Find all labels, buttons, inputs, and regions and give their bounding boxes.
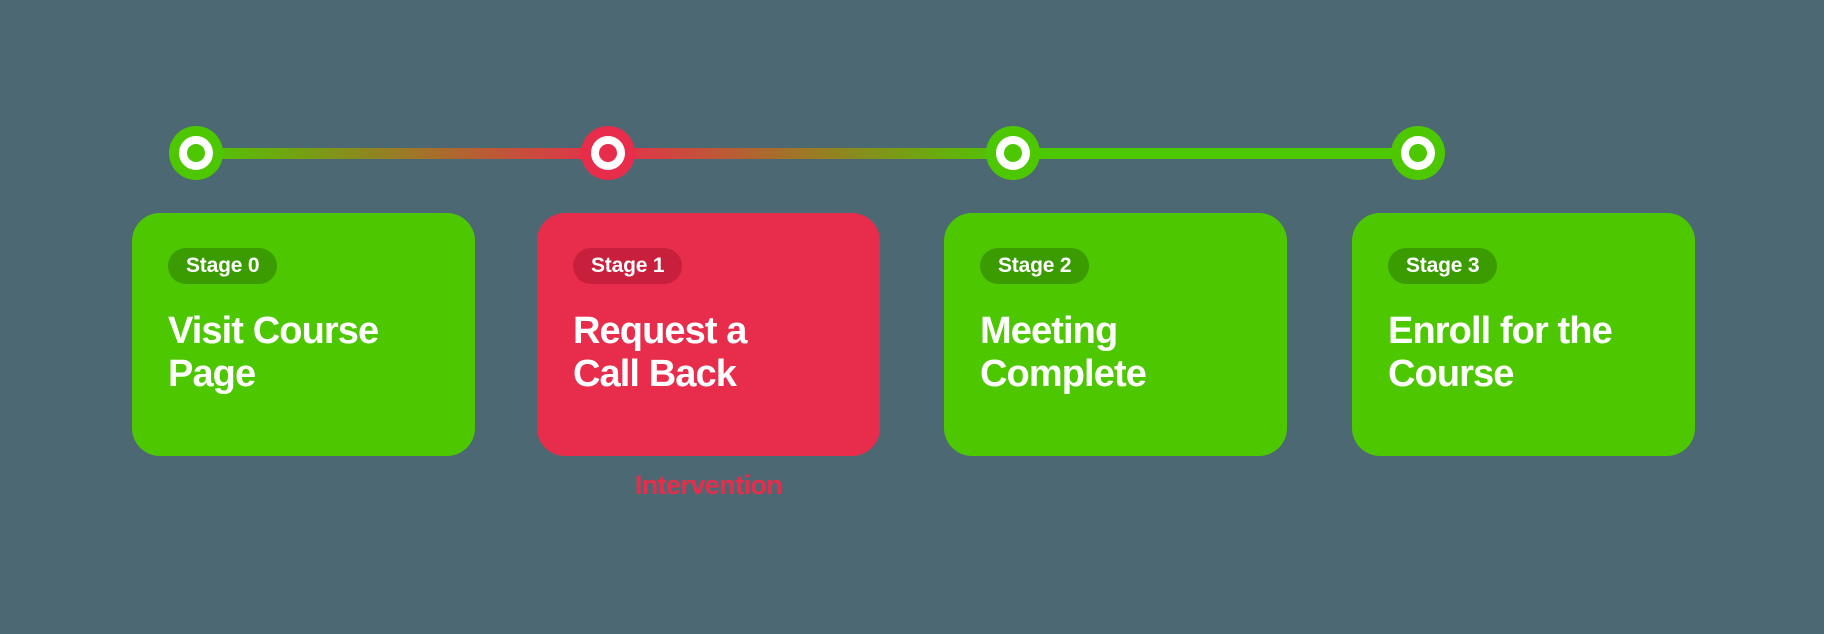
stage-badge-1: Stage 1	[573, 248, 683, 284]
stage-card-1[interactable]: Stage 1 Request a Call Back	[537, 213, 880, 456]
intervention-caption: Intervention	[634, 470, 783, 500]
stage-node-2[interactable]	[986, 126, 1040, 180]
stage-title-2: Meeting Complete	[980, 310, 1147, 395]
connector-segment-0	[196, 148, 608, 159]
stage-title-1: Request a Call Back	[573, 310, 747, 395]
stage-node-3-ring	[1401, 136, 1435, 170]
stage-node-3[interactable]	[1391, 126, 1445, 180]
stage-node-1-ring	[591, 136, 625, 170]
stage-node-0[interactable]	[169, 126, 223, 180]
stage-node-2-ring	[996, 136, 1030, 170]
stage-node-0-ring	[179, 136, 213, 170]
stage-connector-track	[196, 148, 1418, 159]
stage-badge-3: Stage 3	[1388, 248, 1498, 284]
stage-badge-2: Stage 2	[980, 248, 1090, 284]
stage-title-3: Enroll for the Course	[1388, 310, 1613, 395]
stage-card-3[interactable]: Stage 3 Enroll for the Course	[1352, 213, 1695, 456]
stage-node-1[interactable]	[581, 126, 635, 180]
stage-title-0: Visit Course Page	[168, 310, 379, 395]
connector-segment-1	[608, 148, 1013, 159]
connector-segment-2	[1013, 148, 1418, 159]
stage-card-0[interactable]: Stage 0 Visit Course Page	[132, 213, 475, 456]
stage-card-2[interactable]: Stage 2 Meeting Complete	[944, 213, 1287, 456]
stage-badge-0: Stage 0	[168, 248, 278, 284]
